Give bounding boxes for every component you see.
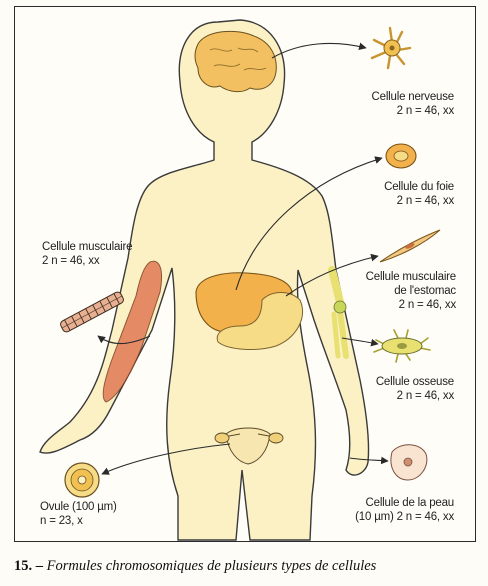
stomach [216,292,303,350]
label-skin-cell: Cellule de la peau (10 µm) 2 n = 46, xx [355,497,454,523]
bone-cell-icon [373,329,431,363]
label-nerve-cell: Cellule nerveuse 2 n = 46, xx [371,91,455,117]
caption-text: Formules chromosomiques de plusieurs typ… [46,558,377,574]
nerve-cell-icon [370,26,412,70]
stomach-muscle-cell-icon [379,229,441,263]
label-ovum: Ovule (100 µm) n = 23, x [40,501,117,527]
label-liver-cell: Cellule du foie 2 n = 46, xx [384,181,454,207]
label-stomach-muscle-cell: Cellule musculaire de l'estomac 2 n = 46… [365,271,457,311]
arm-bones [328,266,349,359]
label-bone-cell: Cellule osseuse 2 n = 46, xx [375,376,454,402]
brain [194,30,277,93]
arrows [97,42,389,475]
caption-number: 15. – [14,558,43,574]
label-muscle-cell: Cellule musculaire 2 n = 46, xx [42,241,133,267]
ovum-icon [64,462,100,498]
skin-cell-icon [390,444,428,481]
muscle-fiber-icon [60,291,124,333]
liver-cell-icon [385,143,417,169]
figure-caption: 15. – Formules chromosomiques de plusieu… [14,558,476,575]
arm-muscle [102,260,163,403]
uterus-ovaries [214,427,284,465]
